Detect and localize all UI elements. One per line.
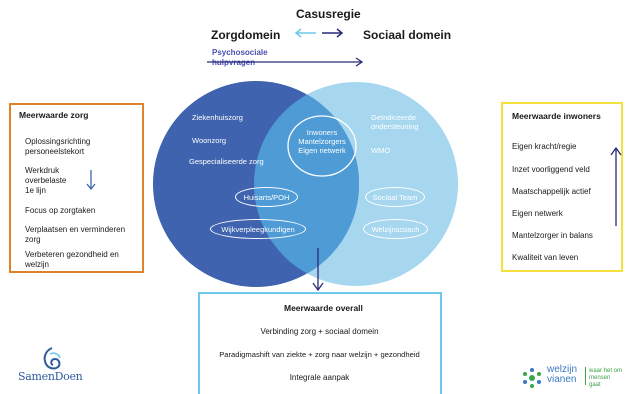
zorg-benefit-4: Verplaatsen en verminderen zorg [25,225,125,245]
welzijn-divider [585,367,586,385]
sociaal-item-1-line-2: ondersteuning [371,122,419,131]
inwoners-benefit-1: Eigen kracht/regie [512,142,577,151]
welzijnscoach-pill: Welzijnscoach [363,219,428,239]
samendoen-emblem [43,347,61,370]
down-arrow-head [312,282,324,292]
welzijn-name-line-1: welzijn [547,364,578,375]
meerwaarde-overall-title: Meerwaarde overall [284,303,363,313]
overall-benefit-2: Paradigmashift van ziekte + zorg naar we… [219,350,420,359]
welzijn-name: welzijn vianen [547,365,577,385]
inwoners-benefit-5: Mantelzorger in balans [512,231,593,240]
center-text: Inwoners Mantelzorgers Eigen netwerk [290,128,354,155]
overall-benefit-3: Integrale aanpak [289,373,350,382]
overall-benefit-1: Verbinding zorg + sociaal domein [260,327,379,336]
zorg-benefit-4-line-1: Verplaatsen en verminderen [25,225,126,234]
inwoners-benefit-2: Inzet voorliggend veld [512,165,590,174]
samendoen-text: SamenDoen [18,370,83,383]
welzijn-vianen-logo: welzijn vianen waar het om mensen gaat [519,364,623,392]
zorg-benefit-5: Verbeteren gezondheid en welzijn [25,250,119,270]
huisarts-pill: Huisarts/POH [235,187,298,207]
sociaal-team-pill: Sociaal Team [365,187,425,207]
zorg-down-arrow [86,170,96,191]
zorg-benefit-1: Oplossingsrichting personeelstekort [25,137,90,157]
zorg-benefit-3: Focus op zorgtaken [25,206,96,215]
meerwaarde-zorg-title: Meerwaarde zorg [19,110,89,120]
sociaal-item-2: WMO [371,146,391,155]
wijkverpleegkundigen-pill: Wijkverpleegkundigen [210,219,306,239]
zorg-benefit-2-line-2: overbelaste [25,176,67,185]
header-arrows [294,28,344,38]
center-line-1: Inwoners [306,128,338,137]
welzijn-tagline-line-2: mensen gaat [589,375,611,388]
welzijn-tagline: waar het om mensen gaat [589,368,623,389]
zorg-benefit-2: Werkdruk overbelaste 1e lijn [25,166,66,196]
inwoners-benefit-6: Kwaliteit van leven [512,253,579,262]
meerwaarde-overall-box: Meerwaarde overall Verbinding zorg + soc… [198,292,442,394]
center-line-3: Eigen netwerk [298,146,346,155]
zorg-item-2: Woonzorg [192,136,227,145]
meerwaarde-zorg-box: Meerwaarde zorg Oplossingsrichting perso… [9,103,144,273]
zorg-benefit-5-line-1: Verbeteren gezondheid en [25,250,119,259]
welzijn-name-line-2: vianen [547,374,577,385]
psychosocial-line-1: Psychosociale [212,48,268,57]
center-ellipse [287,115,357,177]
inwoners-benefit-3: Maatschappelijk actief [512,187,591,196]
inwoners-benefit-4: Eigen netwerk [512,209,563,218]
zorg-benefit-5-line-2: welzijn [25,260,50,269]
left-domain-label: Zorgdomein [211,28,281,42]
diagram-title: Casusregie [296,7,361,21]
overlap-area [254,82,359,286]
psychosocial-arrow [207,57,364,67]
zorg-item-3: Gespecialiseerde zorg [189,157,264,166]
zorg-benefit-2-line-3: 1e lijn [25,186,46,195]
meerwaarde-inwoners-box: Meerwaarde inwoners Eigen kracht/regie I… [501,102,623,272]
zorg-benefit-1-line-1: Oplossingsrichting [25,137,91,146]
samendoen-logo: SamenDoen [18,346,88,390]
zorg-item-1: Ziekenhuiszorg [192,113,243,122]
center-line-2: Mantelzorgers [298,137,346,146]
meerwaarde-inwoners-title: Meerwaarde inwoners [512,111,601,121]
sociaal-item-1-line-1: Geïndiceerde [371,113,417,122]
zorg-benefit-2-line-1: Werkdruk [25,166,60,175]
zorg-benefit-4-line-2: zorg [25,235,41,244]
right-domain-label: Sociaal domein [363,28,452,42]
welzijn-tagline-line-1: waar het om [589,368,623,374]
inwoners-up-arrow [610,146,622,226]
zorg-benefit-1-line-2: personeelstekort [25,147,85,156]
welzijn-emblem [523,368,541,388]
sociaal-item-1: Geïndiceerde ondersteuning [371,113,419,131]
